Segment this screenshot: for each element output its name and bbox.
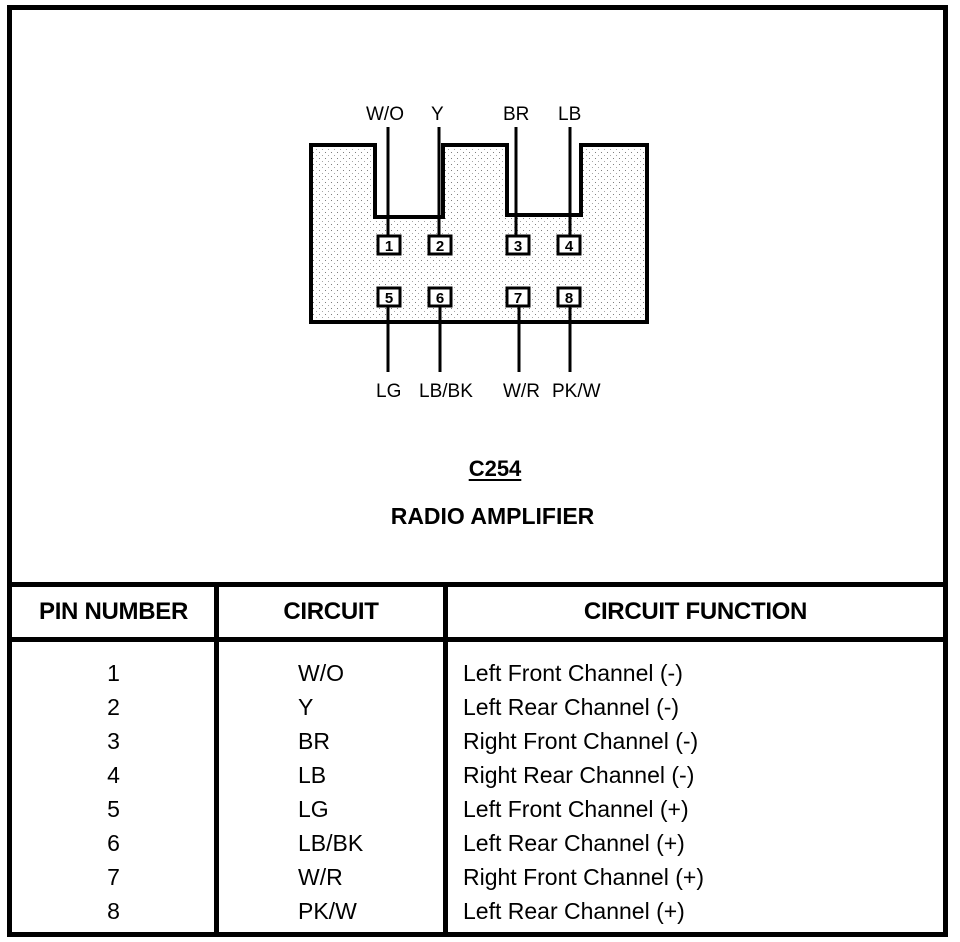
wire-label-pin-5: LG <box>376 381 402 402</box>
table-cell-circuit: PK/W <box>298 898 357 924</box>
wire-label-pin-8: PK/W <box>552 381 601 402</box>
pin-box-1: 1 <box>376 234 402 256</box>
wire-label-pin-1: W/O <box>366 104 404 125</box>
pin-number-column: 1 2 3 4 5 6 7 8 <box>12 656 215 928</box>
table-cell-function: Right Rear Channel (-) <box>463 762 695 788</box>
wire-label-pin-2: Y <box>431 104 444 125</box>
pin-number-label: 8 <box>565 290 573 307</box>
table-cell-pin: 1 <box>107 660 120 686</box>
pin-box-4: 4 <box>556 234 582 256</box>
column-divider-2 <box>443 582 448 932</box>
pin-number-label: 6 <box>436 290 444 307</box>
table-cell-pin: 8 <box>107 898 120 924</box>
table-cell-function: Left Rear Channel (+) <box>463 830 685 856</box>
table-cell-circuit: LB/BK <box>298 830 364 856</box>
pin-number-label: 4 <box>565 238 574 255</box>
table-cell-circuit: W/O <box>298 660 344 686</box>
pin-box-2: 2 <box>427 234 453 256</box>
pin-number-label: 3 <box>514 238 522 255</box>
table-cell-circuit: LG <box>298 796 329 822</box>
header-circuit-function: CIRCUIT FUNCTION <box>583 598 808 625</box>
pin-box-8: 8 <box>556 286 582 308</box>
wire-label-pin-6: LB/BK <box>419 381 473 402</box>
pin-number-label: 2 <box>436 238 444 255</box>
diagram-frame <box>7 5 948 937</box>
table-cell-function: Left Rear Channel (+) <box>463 898 685 924</box>
table-cell-pin: 5 <box>107 796 120 822</box>
table-cell-pin: 3 <box>107 728 120 754</box>
table-header-rule <box>7 637 948 642</box>
table-cell-function: Right Front Channel (-) <box>463 728 699 754</box>
wire-label-pin-3: BR <box>503 104 530 125</box>
table-cell-pin: 7 <box>107 864 120 890</box>
table-cell-circuit: LB <box>298 762 327 788</box>
pin-box-7: 7 <box>505 286 531 308</box>
header-circuit: CIRCUIT <box>283 598 379 625</box>
table-cell-circuit: W/R <box>298 864 343 890</box>
table-cell-function: Right Front Channel (+) <box>463 864 704 890</box>
table-cell-function: Left Front Channel (+) <box>463 796 689 822</box>
table-cell-function: Left Rear Channel (-) <box>463 694 680 720</box>
connector-title: RADIO AMPLIFIER <box>390 503 595 529</box>
circuit-function-column: Left Front Channel (-) Left Rear Channel… <box>463 656 704 928</box>
column-divider-1 <box>214 582 219 932</box>
wire-label-pin-7: W/R <box>503 381 540 402</box>
table-cell-function: Left Front Channel (-) <box>463 660 683 686</box>
pin-box-5: 5 <box>376 286 402 308</box>
wire-label-pin-4: LB <box>558 104 582 125</box>
connector-body <box>309 143 649 324</box>
header-pin-number: PIN NUMBER <box>38 598 188 625</box>
pin-box-3: 3 <box>505 234 531 256</box>
pin-number-label: 5 <box>385 290 393 307</box>
table-cell-circuit: Y <box>298 694 314 720</box>
pin-number-label: 7 <box>514 290 522 307</box>
table-top-rule <box>7 582 948 587</box>
connector-id: C254 <box>468 456 522 481</box>
table-cell-pin: 6 <box>107 830 120 856</box>
table-cell-circuit: BR <box>298 728 330 754</box>
pin-number-label: 1 <box>385 238 393 255</box>
table-cell-pin: 2 <box>107 694 120 720</box>
pin-box-6: 6 <box>427 286 453 308</box>
circuit-column: W/O Y BR LB LG LB/BK W/R PK/W <box>298 656 363 928</box>
table-cell-pin: 4 <box>107 762 120 788</box>
